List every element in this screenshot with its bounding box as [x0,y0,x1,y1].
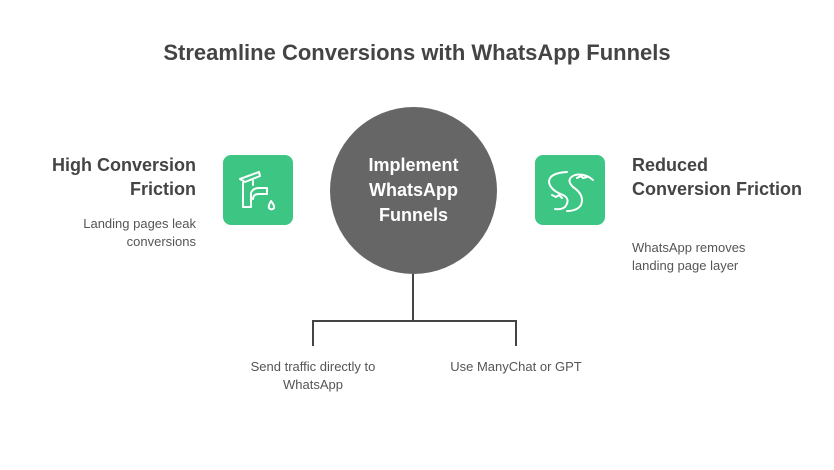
connector-bar [312,320,517,322]
branch-label-1: Send traffic directly to WhatsApp [250,359,376,392]
faucet-icon [223,155,293,225]
river-icon [535,155,605,225]
diagram-title: Streamline Conversions with WhatsApp Fun… [163,40,671,65]
center-node: Implement WhatsApp Funnels [330,107,497,274]
center-label: Implement WhatsApp Funnels [368,155,459,225]
connector-stem [412,274,414,321]
connector-right [515,320,517,346]
right-description: WhatsApp removes landing page layer [632,240,746,273]
branch-label-2: Use ManyChat or GPT [450,359,582,374]
left-description: Landing pages leak conversions [83,216,196,249]
right-heading: Reduced Conversion Friction [632,155,803,199]
left-heading: High Conversion Friction [51,155,196,199]
connector-left [312,320,314,346]
